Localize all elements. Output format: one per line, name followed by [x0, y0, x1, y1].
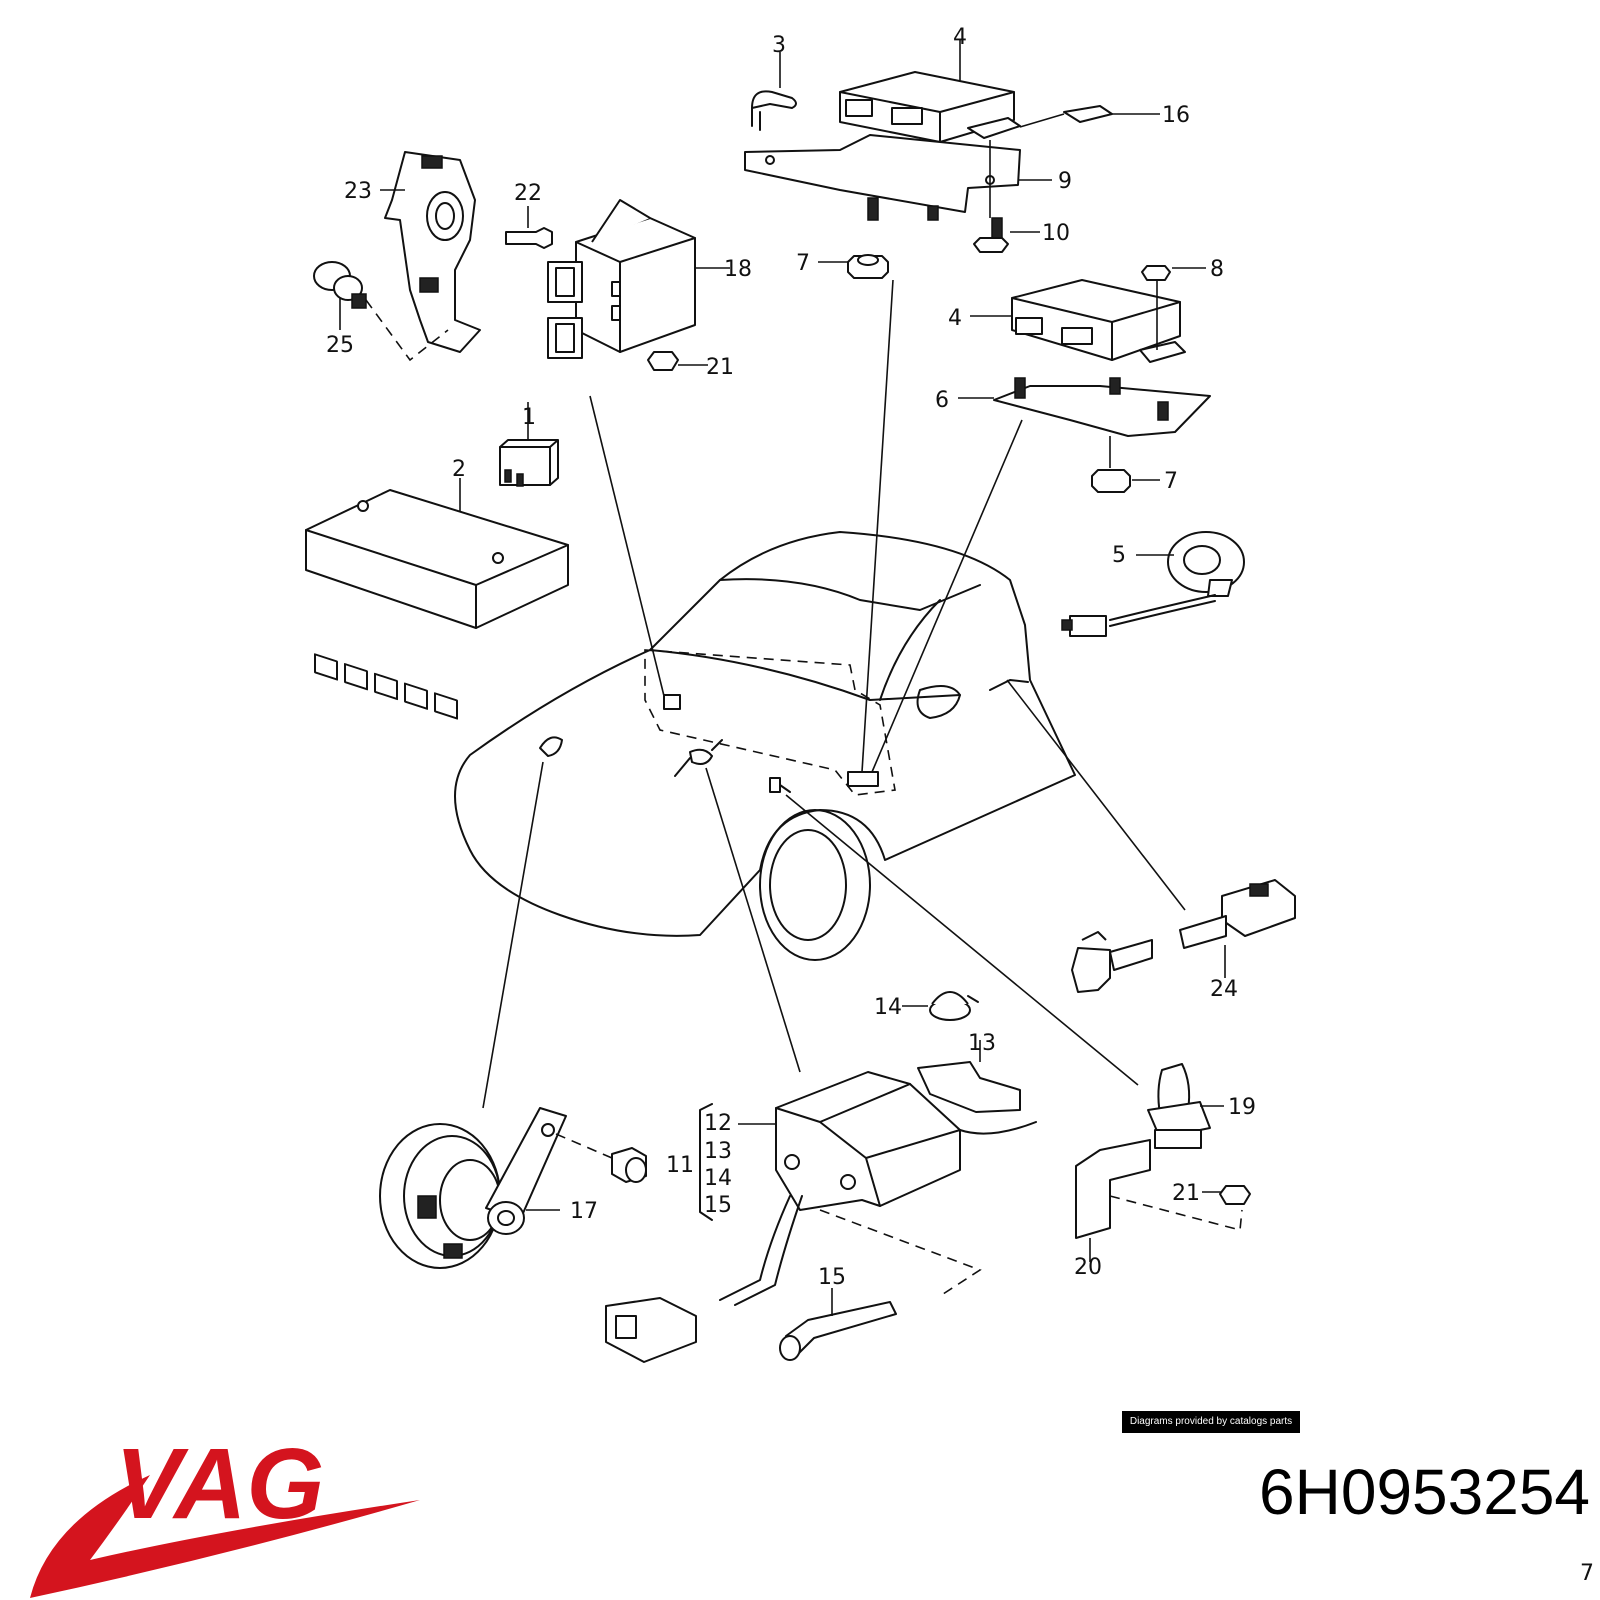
- callout-25: 25: [326, 333, 354, 358]
- callout-19: 19: [1228, 1095, 1256, 1120]
- callout-7-middle: 7: [1164, 469, 1178, 494]
- grommet-part: [902, 991, 979, 1021]
- horn-part: [379, 1107, 647, 1269]
- callout-3: 3: [772, 33, 786, 58]
- leader-lines: [482, 279, 1186, 1109]
- callout-20: 20: [1074, 1255, 1102, 1280]
- callout-9: 9: [1058, 169, 1072, 194]
- relay-part: [499, 402, 559, 487]
- callout-4-top: 4: [953, 25, 967, 50]
- logo-swoosh: [30, 1475, 420, 1598]
- callout-8: 8: [1210, 257, 1224, 282]
- callout-24: 24: [1210, 977, 1238, 1002]
- connector-sender-part: [1071, 879, 1296, 993]
- callout-11: 11: [666, 1153, 694, 1178]
- logo-wordmark: VAG: [115, 1428, 324, 1540]
- callout-22: 22: [514, 181, 542, 206]
- callout-21-top: 21: [706, 355, 734, 380]
- callout-23: 23: [344, 179, 372, 204]
- vag-logo: VAG: [30, 1428, 420, 1598]
- switch-bracket-part: [1075, 1063, 1251, 1262]
- callout-16: 16: [1162, 103, 1190, 128]
- callout-1: 1: [522, 405, 536, 430]
- callout-5: 5: [1112, 543, 1126, 568]
- callout-18: 18: [724, 257, 752, 282]
- top-control-unit-group: [744, 40, 1160, 279]
- callout-15: 15: [818, 1265, 846, 1290]
- callout-13: 13: [968, 1031, 996, 1056]
- bracket-group: [313, 151, 553, 362]
- callout-15-group: 15: [704, 1193, 732, 1218]
- callout-2: 2: [452, 457, 466, 482]
- callout-12: 12: [704, 1111, 732, 1136]
- callout-6: 6: [935, 388, 949, 413]
- callout-14: 14: [874, 995, 902, 1020]
- callout-7-top: 7: [796, 251, 810, 276]
- relay-carrier-part: [305, 478, 569, 720]
- callout-10: 10: [1042, 221, 1070, 246]
- middle-control-unit-group: [958, 265, 1211, 493]
- callout-4-middle: 4: [948, 306, 962, 331]
- callout-14-group: 14: [704, 1166, 732, 1191]
- part-number: 6H0953254: [1259, 1456, 1590, 1528]
- sensor-lead-part: [1061, 531, 1245, 637]
- callout-labels: 1 2 3 4 4 5 6 7 7 7 8 9 10 11 12 13 13 1…: [326, 25, 1594, 1586]
- diagram-credit: Diagrams provided by catalogs parts: [1122, 1411, 1300, 1433]
- car-outline: [454, 531, 1076, 961]
- callout-21-bottom: 21: [1172, 1181, 1200, 1206]
- callout-13-group: 13: [704, 1139, 732, 1164]
- control-unit-part: [547, 199, 730, 371]
- callout-17: 17: [570, 1199, 598, 1224]
- callout-7-spare: 7: [1580, 1561, 1594, 1586]
- alarm-unit-assembly: [605, 1040, 1037, 1363]
